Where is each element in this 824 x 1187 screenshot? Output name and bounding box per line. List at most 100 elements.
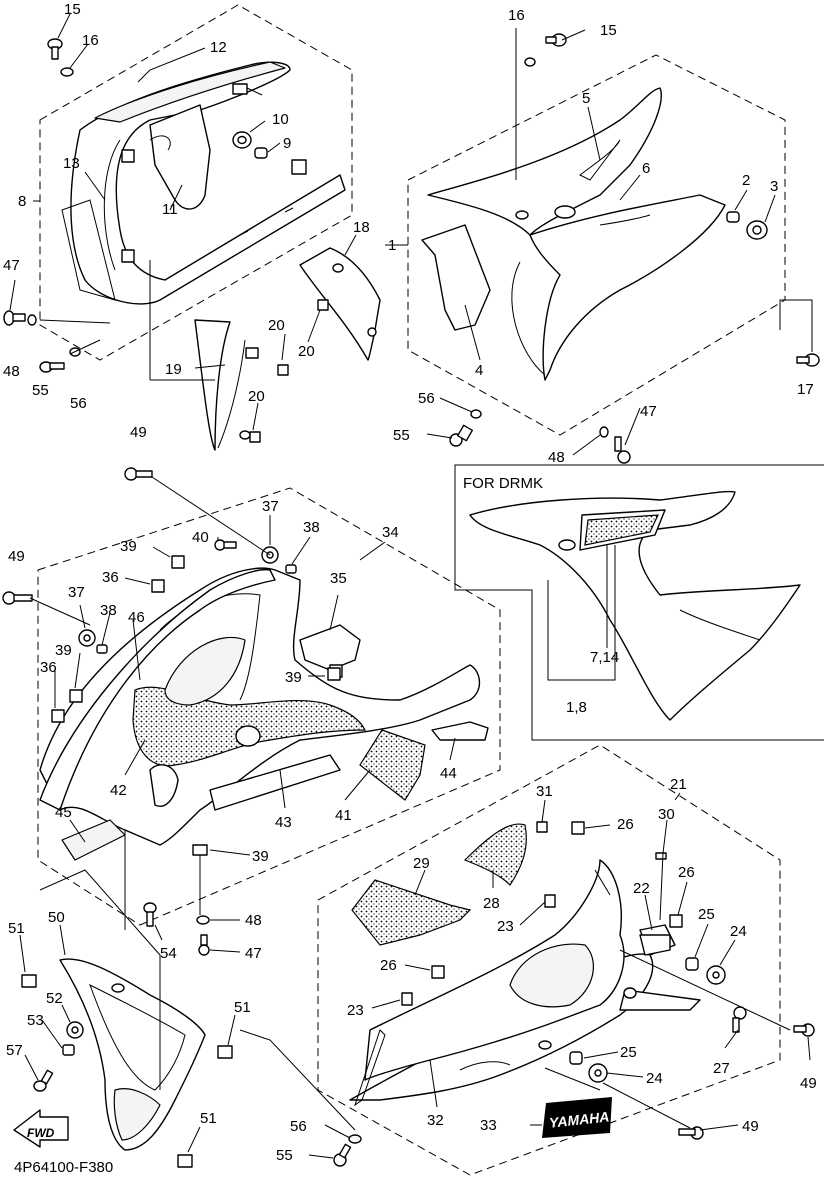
bracket-top — [121, 149, 307, 263]
callout-1: 1 — [388, 237, 396, 254]
callout-56: 56 — [70, 395, 87, 412]
callout-23: 23 — [497, 918, 514, 935]
callout-55: 55 — [32, 382, 49, 399]
inner-panel-4 — [421, 224, 491, 331]
callout-46: 46 — [128, 609, 145, 626]
callout-40: 40 — [192, 529, 209, 546]
fwd-label: FWD — [27, 1126, 55, 1140]
callout-50: 50 — [48, 909, 65, 926]
callout-10: 10 — [272, 111, 289, 128]
clip-23-set — [401, 894, 556, 1006]
inset-cowl — [469, 490, 801, 721]
callout-16: 16 — [82, 32, 99, 49]
grommet-52 — [66, 1021, 84, 1039]
callout-42: 42 — [110, 782, 127, 799]
callout-8: 8 — [18, 193, 26, 210]
callout-25: 25 — [698, 906, 715, 923]
clip-26-set — [431, 821, 683, 979]
callout-49: 49 — [8, 548, 25, 565]
callout-39: 39 — [55, 642, 72, 659]
callout-24: 24 — [646, 1070, 663, 1087]
front-rail-46 — [39, 568, 276, 811]
washer-16b — [524, 57, 536, 67]
callout-55: 55 — [393, 427, 410, 444]
callout-51: 51 — [234, 999, 251, 1016]
callout-19: 19 — [165, 361, 182, 378]
callout-36: 36 — [40, 659, 57, 676]
lower-cowl-42 — [39, 567, 481, 846]
bolt-15a — [47, 38, 63, 60]
callout-47: 47 — [3, 257, 20, 274]
bolt-49a — [124, 467, 153, 481]
panel-18 — [299, 247, 381, 361]
callout-48: 48 — [3, 363, 20, 380]
bolt-49d — [678, 1126, 704, 1140]
collar-53 — [62, 1044, 75, 1056]
callout-26: 26 — [617, 816, 634, 833]
screw-27 — [732, 1006, 747, 1033]
grommet-24-set — [588, 965, 726, 1083]
callout-54: 54 — [160, 945, 177, 962]
leaders-top-left — [9, 13, 281, 380]
clip-20 — [249, 299, 329, 443]
lower-cowl-32 — [349, 859, 701, 1107]
callout-39: 39 — [285, 669, 302, 686]
callout-labels: 15 16 12 13 8 10 9 11 47 48 55 56 16 15 … — [3, 1, 817, 1176]
group-outline-8 — [39, 4, 353, 361]
screw-55b — [449, 424, 474, 447]
callout-37: 37 — [262, 498, 279, 515]
callout-48: 48 — [548, 449, 565, 466]
panel-11 — [149, 104, 211, 210]
callout-20: 20 — [268, 317, 285, 334]
leaders-middle-left — [29, 476, 456, 953]
callout-44: 44 — [440, 765, 457, 782]
callout-7-14: 7,14 — [590, 649, 619, 666]
panel-28 — [463, 823, 527, 886]
callout-49: 49 — [742, 1118, 759, 1135]
callout-23: 23 — [347, 1002, 364, 1019]
collar-9 — [254, 147, 268, 159]
callout-21: 21 — [670, 776, 687, 793]
callout-6: 6 — [642, 160, 650, 177]
callout-4: 4 — [475, 362, 483, 379]
callout-41: 41 — [335, 807, 352, 824]
callout-9: 9 — [283, 135, 291, 152]
clip-51-set — [21, 974, 233, 1168]
callout-16: 16 — [508, 7, 525, 24]
callout-22: 22 — [633, 880, 650, 897]
callout-29: 29 — [413, 855, 430, 872]
callout-26: 26 — [678, 864, 695, 881]
callout-18: 18 — [353, 219, 370, 236]
washer-48b — [599, 426, 609, 438]
drawing-code: 4P64100-F380 — [14, 1159, 113, 1176]
panel-29 — [351, 879, 472, 946]
callout-38: 38 — [303, 519, 320, 536]
washer-56b — [470, 409, 482, 419]
callout-15: 15 — [64, 1, 81, 18]
bolt-17 — [796, 353, 820, 367]
bolt-49c — [793, 1023, 815, 1037]
callout-55: 55 — [276, 1147, 293, 1164]
screw-47c — [198, 934, 210, 956]
collar-2 — [726, 211, 740, 223]
callout-43: 43 — [275, 814, 292, 831]
trim-12 — [94, 61, 286, 123]
inset-frame — [454, 464, 824, 741]
callout-51: 51 — [8, 920, 25, 937]
callout-38: 38 — [100, 602, 117, 619]
callout-49: 49 — [130, 424, 147, 441]
group-outline-21 — [317, 744, 781, 1176]
callout-5: 5 — [582, 90, 590, 107]
callout-36: 36 — [102, 569, 119, 586]
callout-35: 35 — [330, 570, 347, 587]
clip-36-set — [51, 579, 165, 723]
leaders-bottom-left — [19, 869, 236, 1153]
grommet-3 — [746, 220, 768, 240]
callout-33: 33 — [480, 1117, 497, 1134]
leaders-top-right — [150, 28, 813, 456]
callout-56: 56 — [418, 390, 435, 407]
fwd-arrow: FWD — [13, 1109, 69, 1148]
callout-48: 48 — [245, 912, 262, 929]
clip-39-set — [69, 555, 341, 856]
callout-47: 47 — [245, 945, 262, 962]
